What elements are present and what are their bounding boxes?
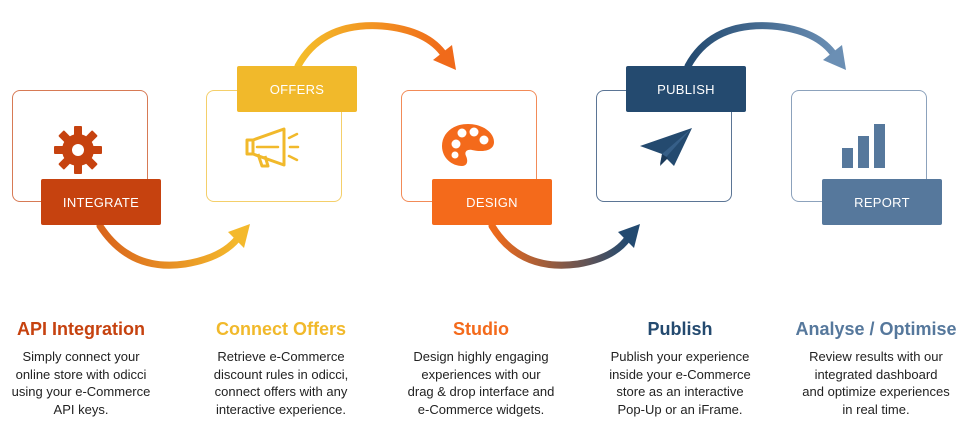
caption-title: Analyse / Optimise: [795, 319, 957, 339]
caption-analyse-optimise: Analyse / Optimise Review results with o…: [784, 318, 968, 418]
palette-icon: [440, 122, 496, 173]
gear-icon: [52, 124, 104, 181]
integrate-label: INTEGRATE: [41, 179, 161, 225]
caption-text: Retrieve e-Commerce discount rules in od…: [213, 349, 349, 417]
caption-text: Simply connect your online store with od…: [11, 349, 151, 417]
arrow-offers-to-design: [294, 22, 449, 70]
caption-title: API Integration: [16, 319, 145, 339]
caption-title: Studio: [453, 319, 509, 339]
arrow-integrate-to-offers: [96, 222, 242, 269]
arrow-head-2: [433, 45, 456, 70]
caption-text: Design highly engaging experiences with …: [407, 349, 555, 417]
caption-publish: Publish Publish your experience inside y…: [588, 318, 772, 418]
arrow-publish-to-report: [684, 22, 839, 70]
bar-chart-icon: [838, 122, 894, 175]
publish-label: PUBLISH: [626, 66, 746, 112]
caption-title: Connect Offers: [215, 319, 347, 339]
arrow-head-4: [823, 45, 846, 70]
paper-plane-icon: [638, 126, 694, 175]
caption-title: Publish: [647, 319, 713, 339]
caption-connect-offers: Connect Offers Retrieve e-Commerce disco…: [189, 318, 373, 418]
caption-api-integration: API Integration Simply connect your onli…: [0, 318, 173, 418]
caption-studio: Studio Design highly engaging experience…: [389, 318, 573, 418]
arrow-design-to-publish: [488, 222, 632, 269]
arrow-head-3: [618, 224, 640, 248]
caption-text: Review results with our integrated dashb…: [802, 349, 950, 417]
report-label: REPORT: [822, 179, 942, 225]
arrow-head-1: [228, 224, 250, 248]
offers-label: OFFERS: [237, 66, 357, 112]
design-label: DESIGN: [432, 179, 552, 225]
connector-arrows: [96, 22, 846, 269]
megaphone-icon: [244, 126, 300, 175]
caption-text: Publish your experience inside your e-Co…: [609, 349, 751, 417]
